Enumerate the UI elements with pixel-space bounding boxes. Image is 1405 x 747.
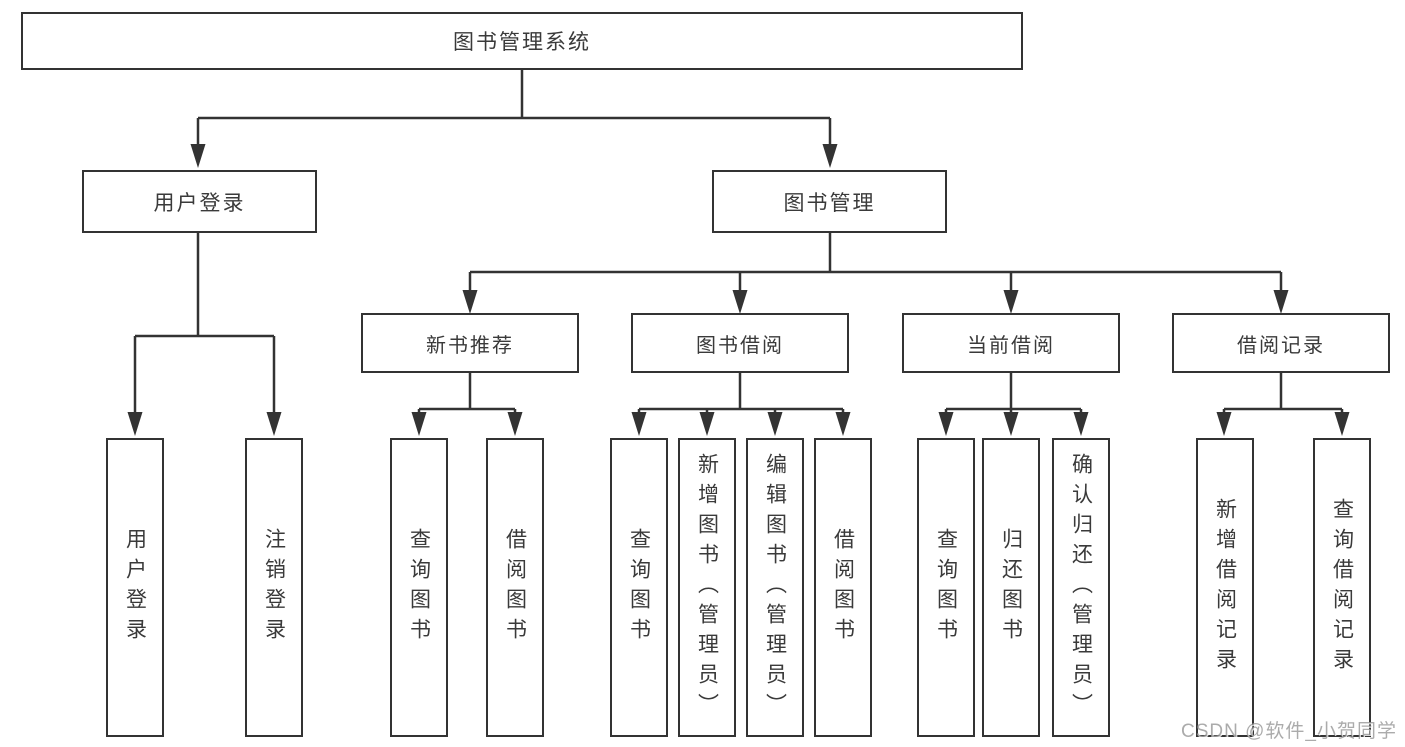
leaf-return-book: 归还图书 [982,438,1040,737]
leaf-confirm-return-admin-label: 确认归还（管理员） [1069,452,1093,723]
leaf-borrow-books-recommend-label: 借阅图书 [503,527,527,648]
node-borrow-records: 借阅记录 [1172,313,1390,373]
leaf-user-login: 用户登录 [106,438,164,737]
node-book-borrow: 图书借阅 [631,313,849,373]
node-borrow-records-label: 借阅记录 [1237,334,1325,357]
node-new-book-recommend-label: 新书推荐 [426,334,514,357]
leaf-borrow-books-label: 借阅图书 [831,527,855,648]
leaf-add-book-admin-label: 新增图书（管理员） [695,452,719,723]
node-root-label: 图书管理系统 [453,31,591,54]
leaf-query-books-recommend: 查询图书 [390,438,448,737]
node-book-borrow-label: 图书借阅 [696,334,784,357]
leaf-query-borrow-record-label: 查询借阅记录 [1330,497,1354,678]
leaf-query-borrow-record: 查询借阅记录 [1313,438,1371,737]
node-user-login-label: 用户登录 [153,191,246,215]
node-current-borrow: 当前借阅 [902,313,1120,373]
leaf-edit-book-admin: 编辑图书（管理员） [746,438,804,737]
leaf-add-borrow-record: 新增借阅记录 [1196,438,1254,737]
node-user-login: 用户登录 [82,170,317,233]
leaf-borrow-books-recommend: 借阅图书 [486,438,544,737]
leaf-confirm-return-admin: 确认归还（管理员） [1052,438,1110,737]
leaf-query-books-recommend-label: 查询图书 [407,527,431,648]
node-book-management: 图书管理 [712,170,947,233]
leaf-add-book-admin: 新增图书（管理员） [678,438,736,737]
leaf-query-books-borrow-label: 查询图书 [627,527,651,648]
leaf-edit-book-admin-label: 编辑图书（管理员） [763,452,787,723]
node-current-borrow-label: 当前借阅 [967,334,1055,357]
leaf-borrow-books: 借阅图书 [814,438,872,737]
node-new-book-recommend: 新书推荐 [361,313,579,373]
leaf-query-books-current-label: 查询图书 [934,527,958,648]
leaf-logout: 注销登录 [245,438,303,737]
watermark: CSDN @软件_小贺同学 [1181,721,1397,742]
leaf-user-login-label: 用户登录 [123,527,147,648]
leaf-logout-label: 注销登录 [262,527,286,648]
node-root: 图书管理系统 [21,12,1023,70]
leaf-query-books-current: 查询图书 [917,438,975,737]
leaf-query-books-borrow: 查询图书 [610,438,668,737]
leaf-return-book-label: 归还图书 [999,527,1023,648]
leaf-add-borrow-record-label: 新增借阅记录 [1213,497,1237,678]
node-book-management-label: 图书管理 [783,191,876,215]
